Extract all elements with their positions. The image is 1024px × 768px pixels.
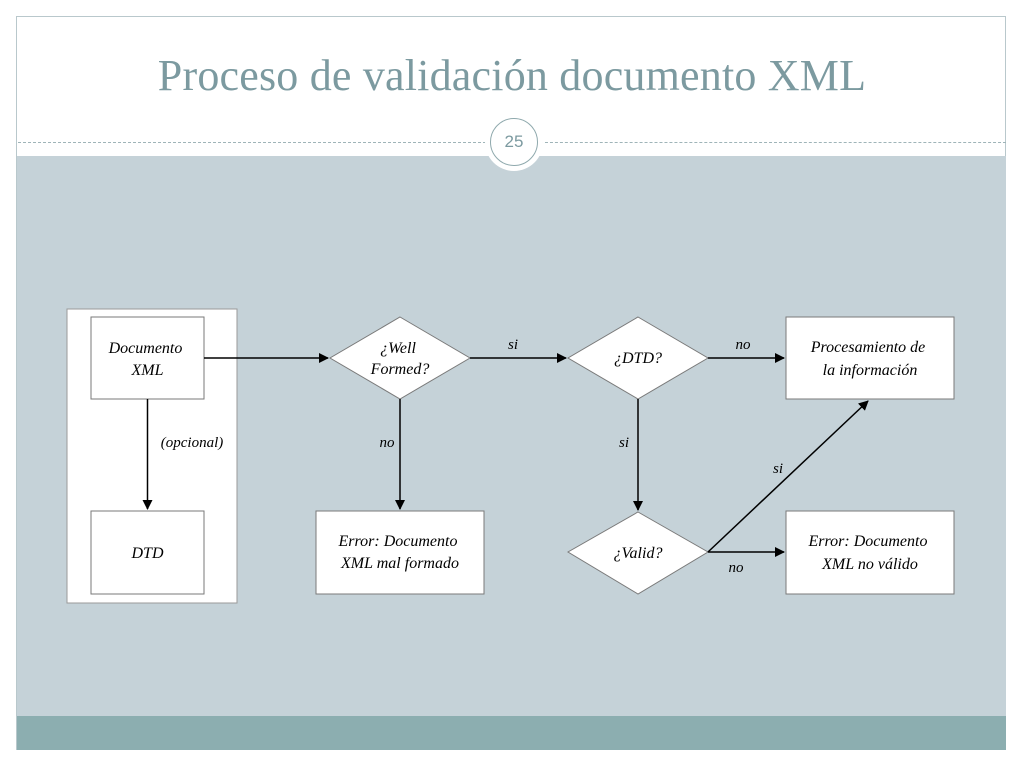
edge-label-wf-si: si [508,337,518,353]
page-number: 25 [504,132,524,151]
documento-xml-box [90,316,205,400]
error-no-valido-label: Error: Documento XML no válido [808,533,932,573]
footer-band [17,716,1006,750]
edge-valid-si [707,400,869,553]
valid-decision-label: ¿Valid? [614,545,663,562]
dtd-box [90,510,205,595]
well-formed-label: ¿Well Formed? [370,340,430,378]
edge-label-valid-no: no [729,560,745,576]
page-number-ring: 25 [490,118,538,166]
error-mal-formado-box [315,510,485,595]
procesamiento-label: Procesamiento de la información [810,339,929,379]
well-formed-decision [329,316,471,400]
edge-label-dtd-no: no [736,337,752,353]
edge-label-valid-si: si [773,461,783,477]
title-divider-right [540,142,1006,143]
dtd-decision-label: ¿DTD? [614,350,662,367]
slide-title: Proceso de validación documento XML [157,51,867,100]
edge-label-wf-no: no [380,435,396,451]
title-divider-left [18,142,486,143]
error-no-valido-box [785,510,955,595]
valid-decision [567,511,709,595]
procesamiento-box [785,316,955,400]
edge-label-opcional: (opcional) [161,435,223,451]
documento-xml-label: Documento XML [108,340,187,379]
error-mal-formado-label: Error: Documento XML mal formado [338,533,462,572]
dtd-label: DTD [130,545,163,562]
edge-label-dtd-si: si [619,435,629,451]
